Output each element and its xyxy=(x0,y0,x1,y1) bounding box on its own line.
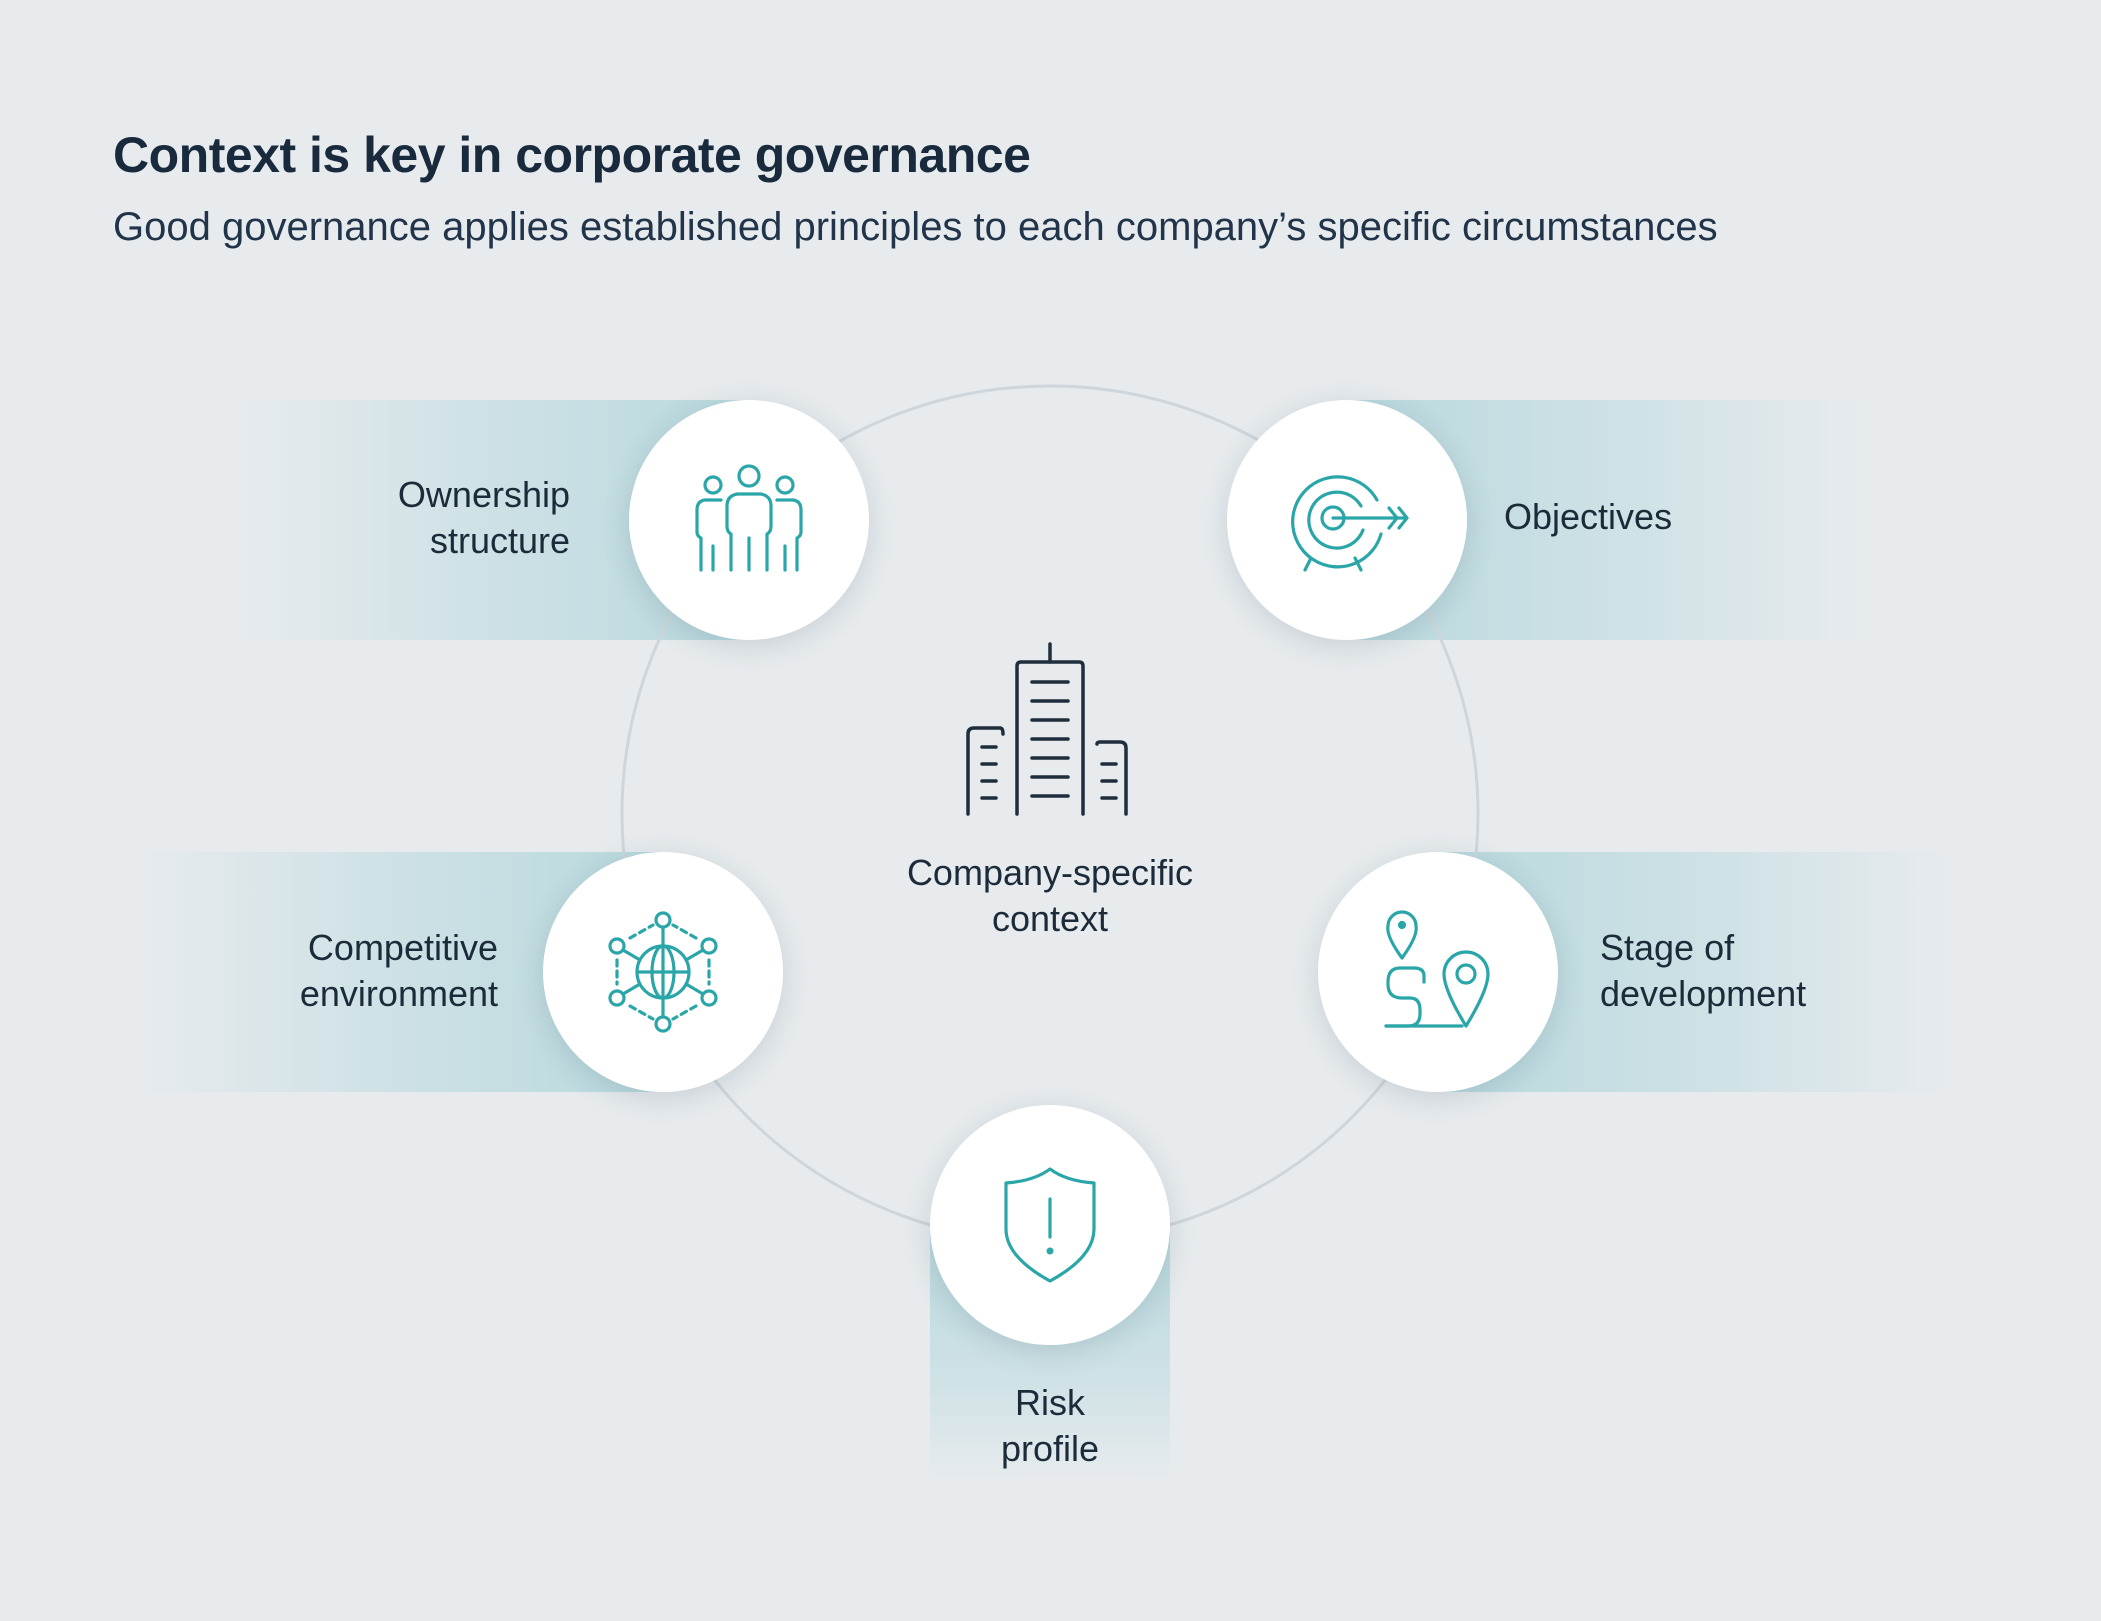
people-group-icon xyxy=(695,464,803,572)
center-label-line1: Company-specific xyxy=(906,852,1194,893)
label-stage-of-development: Stage of development xyxy=(1600,925,1806,1017)
label-risk-profile: Risk profile xyxy=(930,1380,1170,1472)
label-objectives: Objectives xyxy=(1504,494,1672,540)
node-stage-of-development xyxy=(1318,852,1558,1092)
stage-line2: development xyxy=(1600,973,1807,1014)
route-pins-icon xyxy=(1384,910,1490,1028)
node-objectives xyxy=(1227,400,1467,640)
risk-line2: profile xyxy=(1000,1428,1100,1469)
node-risk-profile xyxy=(930,1105,1170,1345)
target-arrow-icon xyxy=(1291,475,1409,572)
node-competitive-environment xyxy=(543,852,783,1092)
node-ownership-structure xyxy=(629,400,869,640)
competitive-line1: Competitive xyxy=(307,927,498,968)
center-label: Company-specific context xyxy=(880,850,1220,942)
risk-line1: Risk xyxy=(1015,1382,1085,1423)
label-competitive-environment: Competitive environment xyxy=(230,925,498,1017)
ownership-line1: Ownership xyxy=(397,474,570,515)
buildings-icon xyxy=(966,642,1128,816)
stage-line1: Stage of xyxy=(1600,927,1735,968)
page-title: Context is key in corporate governance xyxy=(113,127,1031,183)
shield-alert-icon xyxy=(1004,1167,1096,1283)
ownership-line2: structure xyxy=(429,520,570,561)
objectives-line1: Objectives xyxy=(1504,496,1673,537)
competitive-line2: environment xyxy=(299,973,498,1014)
globe-network-icon xyxy=(608,911,718,1033)
label-ownership-structure: Ownership structure xyxy=(330,472,570,564)
page-subtitle: Good governance applies established prin… xyxy=(113,205,1718,249)
center-label-line2: context xyxy=(991,898,1109,939)
